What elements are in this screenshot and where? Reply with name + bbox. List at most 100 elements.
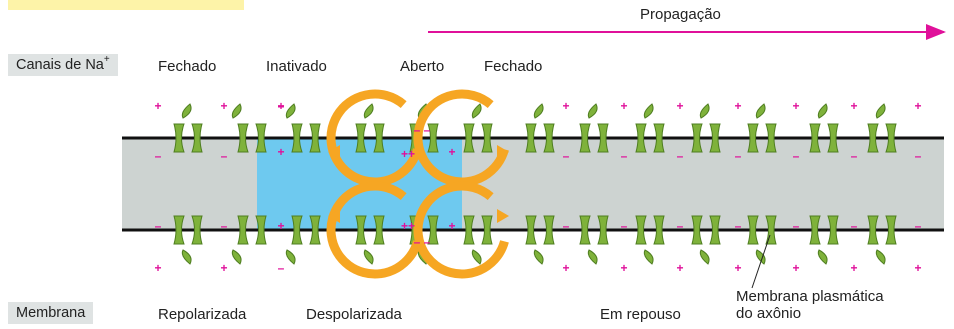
sodium-channel-bottom <box>691 215 721 265</box>
annotation-line-1: Membrana plasmática <box>736 288 884 305</box>
channel-subunit-left <box>579 215 591 245</box>
channel-subunit-right <box>543 215 555 245</box>
channel-subunit-right <box>653 215 665 245</box>
sodium-channels-row-label: Canais de Na+ <box>8 54 118 76</box>
channel-subunit-right <box>765 215 777 245</box>
charge-minus-inside-bottom: – <box>621 219 628 233</box>
channel-gate-leaf <box>471 103 482 119</box>
annotation-line-2: do axônio <box>736 305 802 322</box>
charge-plus-outside-top: + <box>277 99 284 113</box>
sodium-channel-top <box>173 103 203 153</box>
sodium-channel-top <box>747 103 777 153</box>
channel-gate-leaf <box>285 249 296 265</box>
charge-minus-inside-top: – <box>793 149 800 163</box>
channel-subunit-right <box>597 123 609 153</box>
current-loop-bottom-right <box>413 181 511 279</box>
sodium-channel-bottom <box>285 215 321 265</box>
channel-subunit-right <box>765 123 777 153</box>
charge-plus-outside-top: + <box>154 99 161 113</box>
charge-plus-outside-top: + <box>562 99 569 113</box>
channel-gate-leaf <box>699 103 710 119</box>
channel-subunit-left <box>809 123 821 153</box>
state-closed-2: Fechado <box>484 58 543 75</box>
charge-plus-outside-top: + <box>914 99 921 113</box>
channel-subunit-right <box>427 215 439 245</box>
charge-minus-inside-bottom: – <box>677 219 684 233</box>
channel-subunit-right <box>827 215 839 245</box>
channel-subunit-right <box>827 123 839 153</box>
sodium-channel-bottom <box>355 215 385 265</box>
sodium-channel-top <box>231 103 267 153</box>
channel-gate-leaf <box>285 103 296 119</box>
charge-plus-inside-bottom: + <box>448 219 455 233</box>
charge-plus-outside-top: + <box>734 99 741 113</box>
channel-subunit-right <box>597 215 609 245</box>
channel-gate-leaf <box>755 103 766 119</box>
channel-subunit-left <box>291 123 303 153</box>
channel-gate-leaf <box>817 249 828 265</box>
channel-subunit-left <box>747 123 759 153</box>
channel-gate-leaf <box>875 103 886 119</box>
charge-double-minus-outside-top: – – <box>414 123 431 137</box>
channel-subunit-right <box>481 123 493 153</box>
membrane-annotation: Membrana plasmática do axônio <box>736 288 884 322</box>
sodium-channel-top <box>867 103 897 153</box>
charge-minus-inside-top: – <box>155 149 162 163</box>
charge-plus-outside-top: + <box>792 99 799 113</box>
charge-minus-inside-top: – <box>735 149 742 163</box>
sodium-channel-top <box>635 103 665 153</box>
channel-subunit-left <box>173 123 185 153</box>
channel-subunit-left <box>691 123 703 153</box>
charge-plus-outside-top: + <box>220 99 227 113</box>
charge-double-plus-inside-bottom: ++ <box>401 219 415 233</box>
current-arrowhead <box>497 209 509 223</box>
charge-minus-outside-bottom: – <box>278 261 285 275</box>
channel-subunit-left <box>173 215 185 245</box>
charge-plus-outside-bottom: + <box>676 261 683 275</box>
channel-subunit-left <box>635 215 647 245</box>
channel-subunit-right <box>309 123 321 153</box>
charge-plus-inside-bottom: + <box>277 219 284 233</box>
charge-minus-inside-bottom: – <box>563 219 570 233</box>
charge-plus-outside-bottom: + <box>914 261 921 275</box>
charge-minus-inside-top: – <box>851 149 858 163</box>
state-inactivated: Inativado <box>266 58 327 75</box>
channel-subunit-left <box>463 123 475 153</box>
channel-gate-leaf <box>643 249 654 265</box>
channel-subunit-right <box>427 123 439 153</box>
channel-subunit-right <box>191 123 203 153</box>
channel-subunit-left <box>525 123 537 153</box>
charge-minus-inside-top: – <box>677 149 684 163</box>
charge-plus-outside-top: + <box>850 99 857 113</box>
charge-plus-outside-top: + <box>676 99 683 113</box>
sodium-channel-bottom <box>635 215 665 265</box>
sodium-channel-top <box>809 103 839 153</box>
charge-minus-inside-bottom: – <box>155 219 162 233</box>
charge-minus-inside-top: – <box>621 149 628 163</box>
charge-plus-inside-top: + <box>277 145 284 159</box>
channel-subunit-right <box>885 215 897 245</box>
charge-plus-outside-bottom: + <box>620 261 627 275</box>
channel-gate-leaf <box>643 103 654 119</box>
channel-subunit-right <box>481 215 493 245</box>
channel-subunit-right <box>373 215 385 245</box>
sodium-channel-bottom <box>525 215 555 265</box>
channel-gate-leaf <box>363 249 374 265</box>
propagation-label: Propagação <box>640 6 721 23</box>
charge-minus-inside-top: – <box>563 149 570 163</box>
channel-subunit-right <box>653 123 665 153</box>
channel-subunit-left <box>691 215 703 245</box>
channel-gate-leaf <box>875 249 886 265</box>
sodium-channel-bottom <box>867 215 897 265</box>
sodium-channel-top <box>355 103 385 153</box>
channel-gate-leaf <box>181 103 192 119</box>
charge-plus-outside-bottom: + <box>792 261 799 275</box>
channel-gate-leaf <box>817 103 828 119</box>
channel-subunit-right <box>543 123 555 153</box>
current-arrowhead <box>328 145 340 159</box>
charge-minus-inside-bottom: – <box>793 219 800 233</box>
channel-gate-leaf <box>587 103 598 119</box>
channel-gate-leaf <box>587 249 598 265</box>
sodium-channels-text: Canais de Na <box>16 57 104 73</box>
